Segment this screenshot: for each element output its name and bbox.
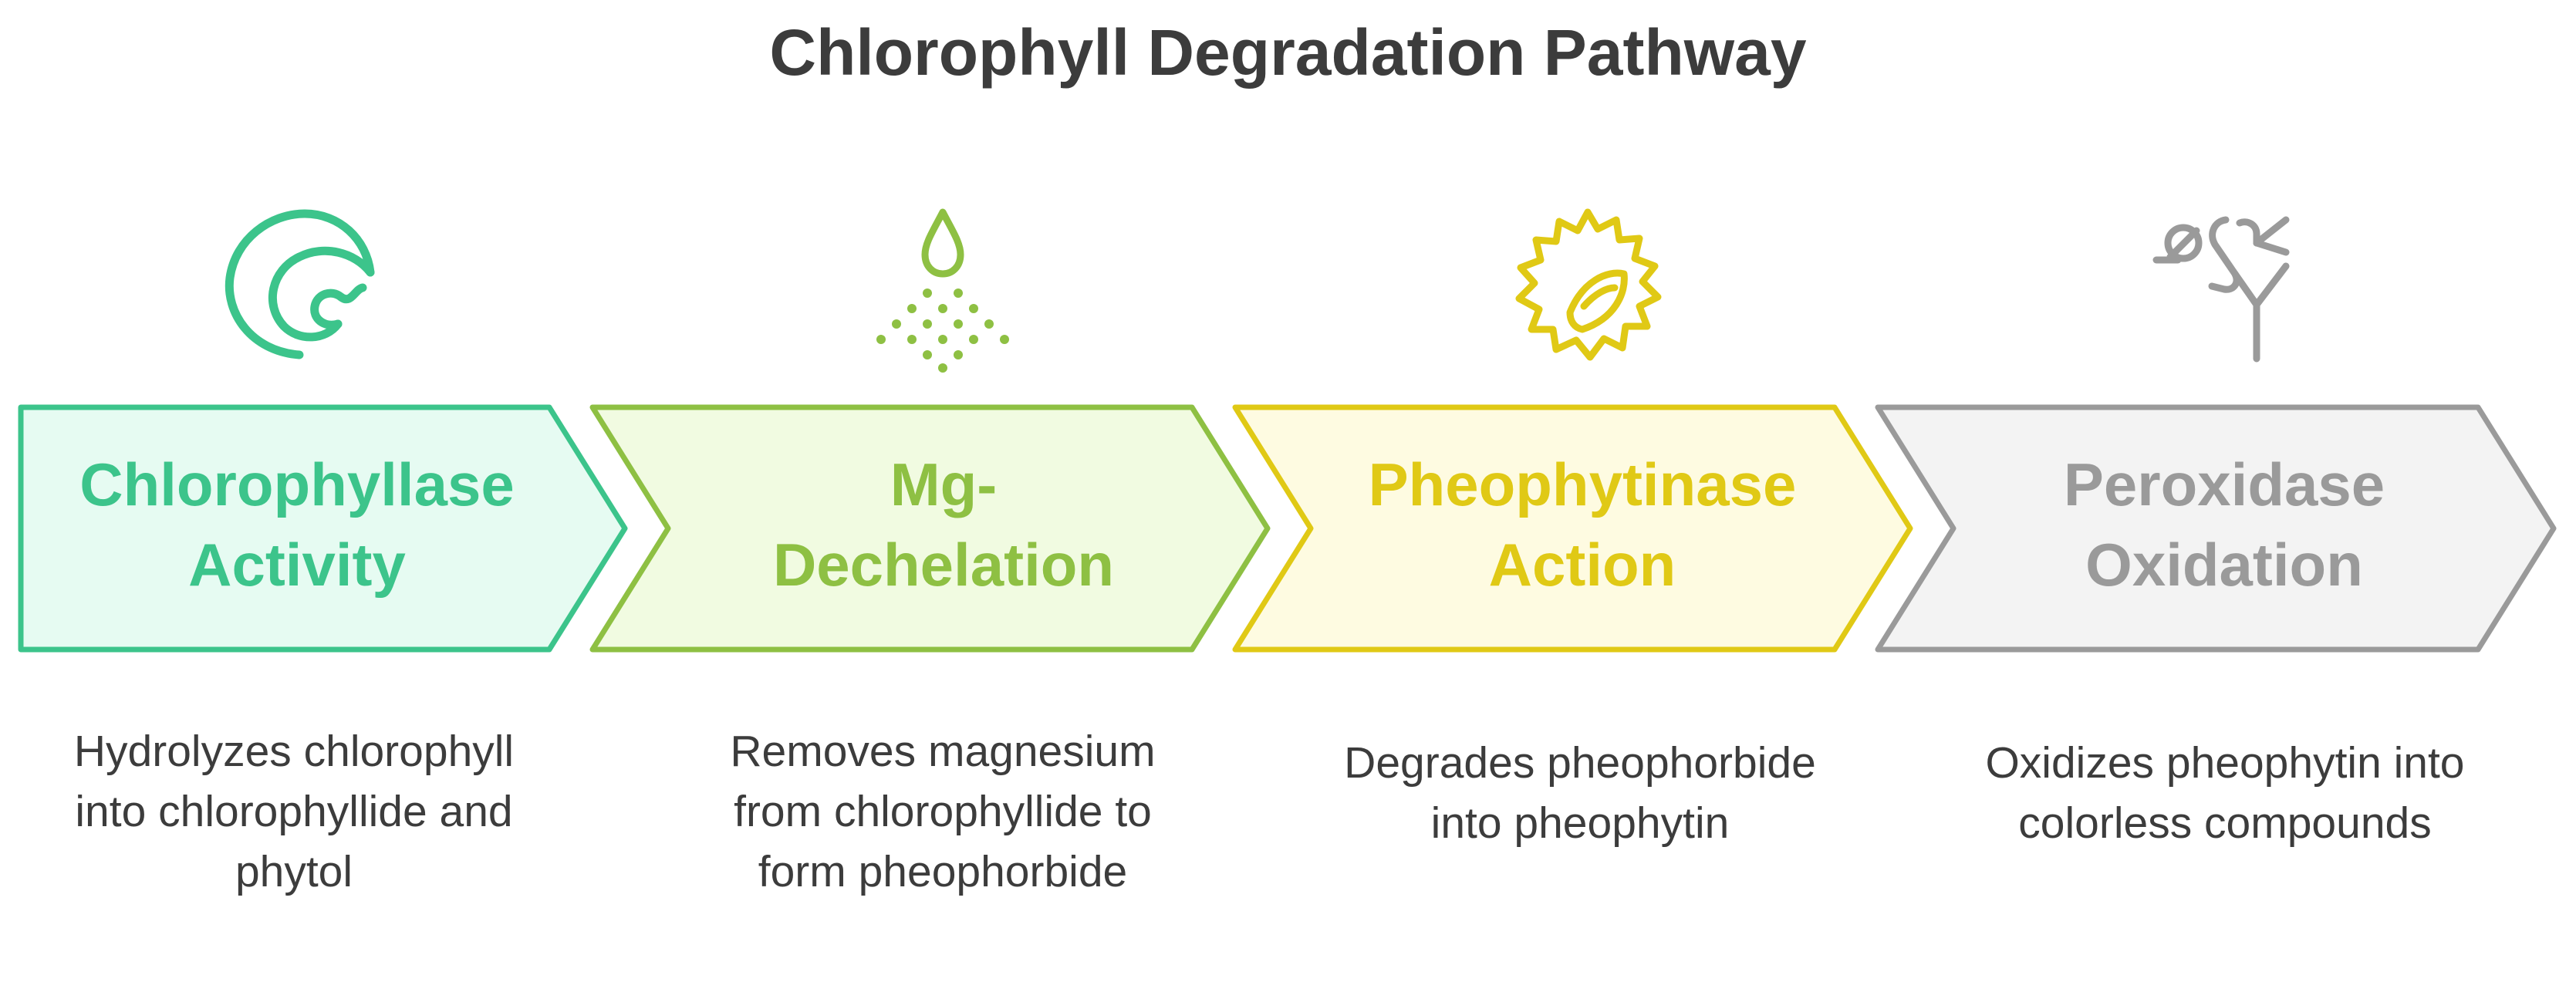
swirl-wave-icon	[208, 197, 386, 374]
step-3-chevron	[1232, 404, 1913, 653]
step-1-chevron	[18, 404, 628, 653]
step-2-chevron	[589, 404, 1271, 653]
step-2-description: Removes magnesium from chlorophyllide to…	[730, 727, 1156, 896]
step-2-label: Mg- Dechelation	[697, 447, 1190, 602]
step-4-chevron	[1875, 404, 2557, 653]
step-3-description: Degrades pheophorbide into pheophytin	[1344, 738, 1816, 848]
kick-figure-icon	[2141, 197, 2318, 374]
water-drop-spray-icon	[854, 197, 1031, 374]
step-1-description: Hydrolyzes chlorophyll into chlorophylli…	[73, 727, 515, 896]
step-4-label: Peroxidase Oxidation	[1977, 447, 2471, 602]
step-1-label-line2: Activity	[188, 531, 406, 599]
step-2-label-line2: Dechelation	[772, 531, 1115, 599]
step-4-description: Oxidizes pheophytin into colorless compo…	[1985, 738, 2465, 848]
step-4-label-line1: Peroxidase	[2063, 451, 2385, 518]
step-2-label-line1: Mg-	[890, 451, 998, 518]
step-3-label-line2: Action	[1488, 531, 1676, 599]
step-1-label: Chlorophyllase Activity	[50, 447, 544, 602]
step-3-label: Pheophytinase Action	[1335, 447, 1829, 602]
diagram-title: Chlorophyll Degradation Pathway	[769, 16, 1807, 89]
durian-fruit-icon	[1499, 197, 1676, 374]
step-4-label-line2: Oxidation	[2085, 531, 2363, 599]
step-3-label-line1: Pheophytinase	[1368, 451, 1797, 518]
step-1-label-line1: Chlorophyllase	[79, 451, 515, 518]
chevron-row	[18, 404, 2557, 653]
